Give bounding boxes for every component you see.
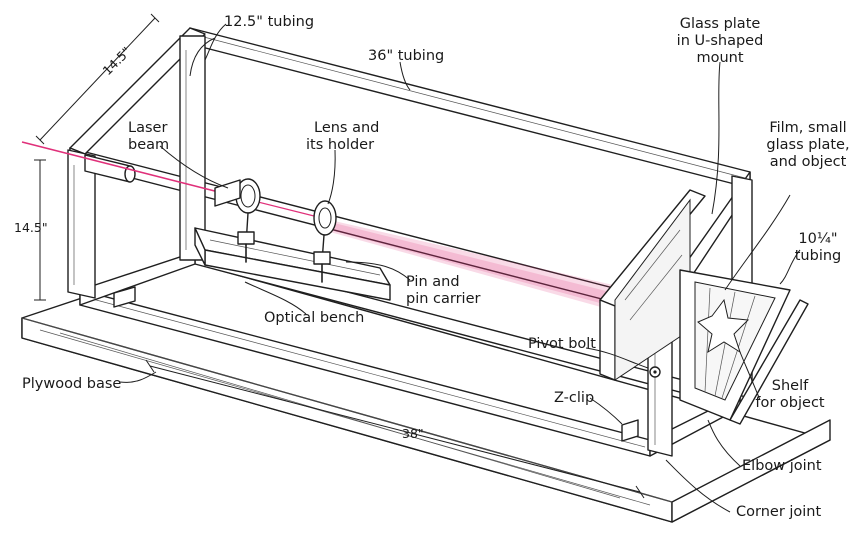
bench-clamp: [214, 179, 241, 207]
leader-lines: [119, 23, 801, 513]
dimension-width-top: 14.5": [100, 44, 134, 78]
label-tubing-12-5: 12.5" tubing: [224, 14, 314, 30]
label-film-3: and object: [770, 154, 847, 170]
label-lens-1: Lens and: [314, 120, 379, 136]
label-corner-joint: Corner joint: [736, 504, 822, 520]
label-tubing-36: 36" tubing: [368, 48, 444, 64]
label-pin-1: Pin and: [406, 274, 460, 290]
label-elbow-joint: Elbow joint: [742, 458, 822, 474]
label-pin-2: pin carrier: [406, 291, 481, 307]
label-glass-plate-1: Glass plate: [680, 16, 761, 32]
dimension-height-left: 14.5": [14, 220, 48, 235]
label-pivot-bolt: Pivot bolt: [528, 336, 596, 352]
label-shelf-2: for object: [755, 395, 825, 411]
laser-tube-stub: [84, 154, 136, 183]
dimension-length-base: 38": [402, 426, 424, 441]
label-plywood-base: Plywood base: [22, 376, 121, 392]
label-tubing-10-1: 10¼": [798, 231, 837, 247]
label-glass-plate-2: in U-shaped: [677, 33, 764, 49]
label-glass-plate-3: mount: [696, 50, 743, 66]
label-film-2: glass plate,: [766, 137, 849, 153]
label-shelf-1: Shelf: [772, 378, 809, 394]
label-lens-2: its holder: [306, 137, 374, 153]
label-laser-1: Laser: [128, 120, 167, 136]
label-laser-2: beam: [128, 137, 169, 153]
label-film-1: Film, small: [769, 120, 846, 136]
label-z-clip: Z-clip: [554, 390, 594, 406]
label-optical-bench: Optical bench: [264, 310, 364, 326]
dimension-lines: [34, 13, 645, 499]
glass-plate-assembly: [113, 189, 809, 442]
lens-holder-2: [313, 200, 337, 283]
label-tubing-10-2: tubing: [795, 248, 842, 264]
